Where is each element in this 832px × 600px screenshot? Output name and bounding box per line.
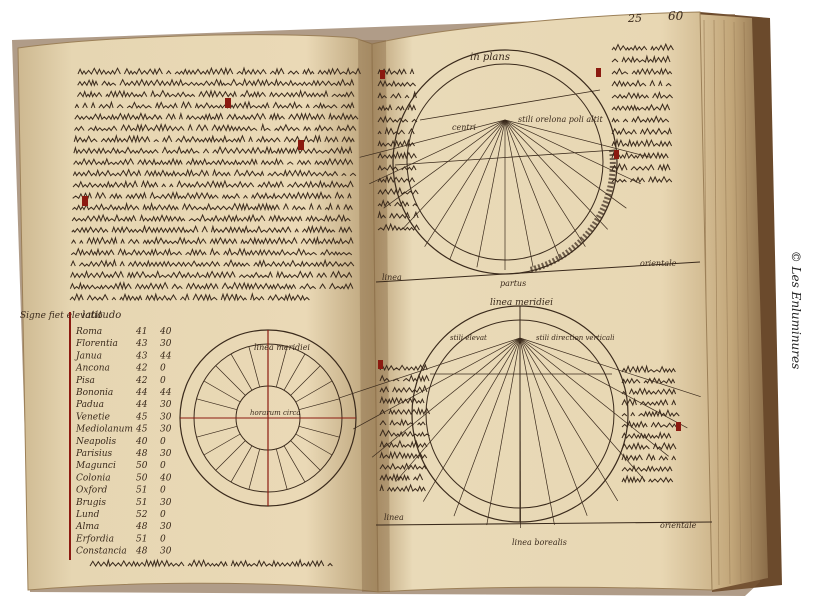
table-row-degrees: 45 [135,425,148,435]
table-row-city: Oxford [76,486,108,496]
table-row-degrees: 40 [135,437,148,447]
table-row-minutes: 30 [160,522,172,532]
table-row-city: Pisa [75,376,95,386]
upper-dial-inner-left: centri [452,123,476,132]
table-row-city: Mediolanum [75,425,133,435]
table-row-minutes: 30 [160,339,172,349]
table-row-degrees: 50 [136,461,148,471]
gutter-shadow [358,40,390,592]
table-row-minutes: 30 [160,449,172,459]
photo-credit: © Les Enluminures [786,160,806,460]
table-row-degrees: 42 [135,376,148,386]
table-row-degrees: 44 [135,400,148,410]
table-row-degrees: 42 [135,364,148,374]
table-row-degrees: 51 [136,498,147,508]
table-row-minutes: 30 [160,498,172,508]
table-row-minutes: 0 [160,461,166,471]
table-row-city: Alma [75,522,99,532]
table-row-city: Colonia [76,473,111,483]
table-row-minutes: 30 [160,547,172,557]
table-row-minutes: 0 [160,486,166,496]
table-row-city: Magunci [75,461,116,471]
table-row-minutes: 44 [159,388,172,398]
table-row-city: Lund [75,510,100,520]
table-row-degrees: 45 [135,412,148,422]
table-row-city: Janua [74,351,102,361]
table-row-degrees: 48 [135,449,148,459]
left-dial-top-label: linea meridiei [254,343,310,352]
table-row-minutes: 0 [160,364,166,374]
upper-dial-right-foot: orientale [640,259,677,268]
table-row-minutes: 40 [159,327,172,337]
table-row-minutes: 0 [160,437,166,447]
table-row-minutes: 30 [160,412,172,422]
table-row-degrees: 48 [135,547,148,557]
table-row-degrees: 51 [136,486,147,496]
lower-dial-inner-left: stili elevat [450,334,487,342]
lower-dial-top-label: linea meridiei [490,298,553,308]
upper-dial-bottom: partus [500,279,526,288]
table-row-city: Erfordia [75,534,114,544]
table-row-minutes: 0 [160,534,166,544]
table-row-minutes: 40 [159,473,172,483]
folio-secondary: 25 [627,12,642,25]
table-row-degrees: 52 [136,510,148,520]
table-row-minutes: 30 [160,425,172,435]
left-dial-center-label: horarum circa [250,409,301,417]
table-row-minutes: 0 [160,510,166,520]
table-row-city: Bononia [75,388,113,398]
table-row-minutes: 30 [160,400,172,410]
lower-dial-inner-right: stili direction verticali [536,334,615,342]
table-row-city: Florentia [75,339,118,349]
upper-dial-inner-right: stili orelona poli altit [518,115,603,124]
table-row-degrees: 44 [135,388,148,398]
lower-dial-bottom: linea borealis [512,538,567,547]
table-row-minutes: 44 [159,351,172,361]
table-row-degrees: 48 [135,522,148,532]
table-row-city: Parisius [75,449,112,459]
folio-primary: 60 [668,9,684,23]
table-row-city: Venetie [76,412,110,422]
table-row-city: Brugis [75,498,106,508]
table-row-degrees: 51 [136,534,147,544]
upper-dial-left-foot: linea [382,273,402,282]
table-row-city: Padua [75,400,104,410]
table-row-minutes: 0 [160,376,166,386]
table-row-city: Ancona [75,364,110,374]
table-row-degrees: 43 [135,351,148,361]
table-row-degrees: 41 [135,327,147,337]
table-row-degrees: 43 [135,339,148,349]
lower-dial-left-foot: linea [384,513,404,522]
table-row-city: Roma [75,327,102,337]
table-header: latitudo [82,310,121,321]
table-row-degrees: 50 [136,473,148,483]
table-row-city: Neapolis [75,437,117,447]
upper-dial-top-label: in plans [470,52,510,63]
table-row-city: Constancia [76,547,127,557]
lower-dial-right-foot: orientale [660,521,697,530]
